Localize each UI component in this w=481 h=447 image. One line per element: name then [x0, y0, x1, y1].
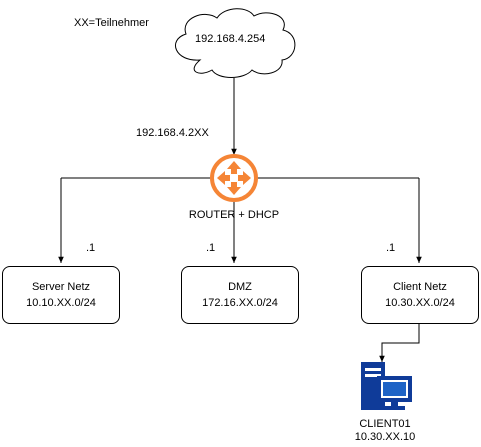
network-subnet: 10.30.XX.0/24: [385, 297, 455, 309]
client-ip-label: 10.30.XX.10: [354, 431, 416, 443]
router-icon: [210, 154, 258, 202]
interface-label-dmz: .1: [206, 242, 216, 254]
router-label: ROUTER + DHCP: [188, 209, 280, 221]
network-subnet: 172.16.XX.0/24: [202, 297, 278, 309]
cloud-ip-label: 192.168.4.254: [195, 33, 266, 45]
network-box-dmz: DMZ 172.16.XX.0/24: [181, 266, 299, 324]
network-name: Client Netz: [393, 281, 447, 293]
network-name: Server Netz: [31, 281, 91, 293]
uplink-ip-label: 192.168.4.2XX: [136, 127, 209, 139]
network-box-server-netz: Server Netz 10.10.XX.0/24: [2, 266, 120, 324]
link-client01: [379, 324, 420, 362]
interface-label-client: .1: [386, 242, 396, 254]
network-name: DMZ: [228, 281, 252, 293]
network-subnet: 10.10.XX.0/24: [26, 297, 96, 309]
client-name-label: CLIENT01: [359, 418, 411, 430]
network-box-client-netz: Client Netz 10.30.XX.0/24: [361, 266, 479, 324]
legend-note: XX=Teilnehmer: [74, 17, 149, 29]
internet-cloud-icon: [175, 8, 296, 78]
interface-label-server: .1: [86, 242, 96, 254]
client-computer-icon: [361, 362, 412, 410]
